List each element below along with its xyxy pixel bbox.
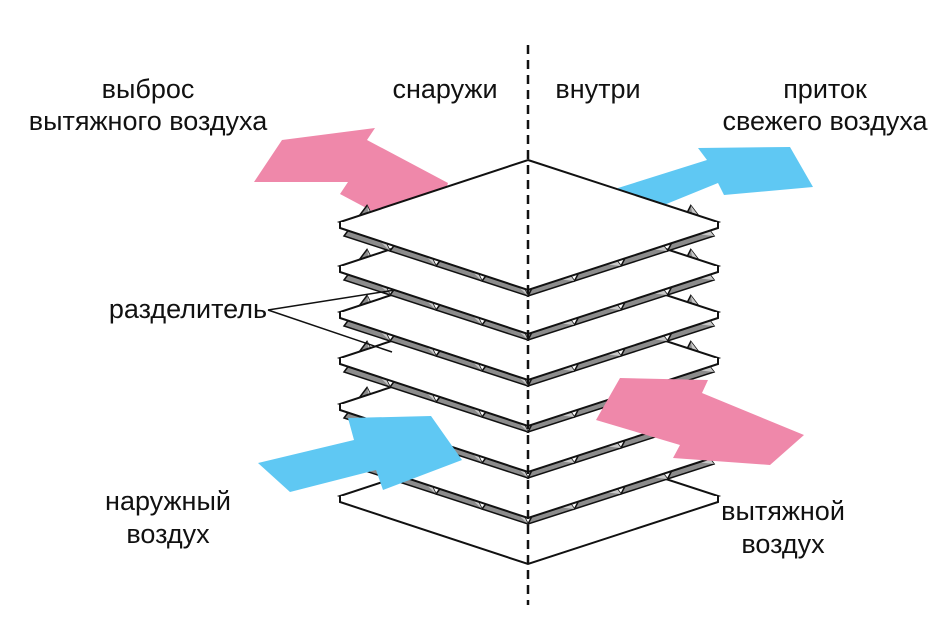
outdoor-air-label-line1: наружный xyxy=(105,486,231,516)
supply-label-line1: приток xyxy=(783,74,867,104)
outdoor-air-label-line2: воздух xyxy=(126,519,210,549)
exhaust-in-arrow xyxy=(596,378,804,465)
exhaust-in-label-line2: воздух xyxy=(741,529,825,559)
inside-label: внутри xyxy=(555,74,640,104)
fresh-supply-arrow xyxy=(618,147,813,218)
divider-leader-line xyxy=(267,289,396,311)
exhaust-out-label-line1: выброс xyxy=(102,74,195,104)
divider-leader-line xyxy=(267,309,393,353)
exhaust-in-label-line1: вытяжной xyxy=(721,496,845,526)
outdoor-air-arrow xyxy=(258,416,462,492)
plate-stack xyxy=(336,158,722,566)
divider-label: разделитель xyxy=(109,294,267,324)
supply-label-line2: свежего воздуха xyxy=(722,106,928,136)
outside-label: снаружи xyxy=(392,74,497,104)
exhaust-out-label-line2: вытяжного воздуха xyxy=(29,106,268,136)
